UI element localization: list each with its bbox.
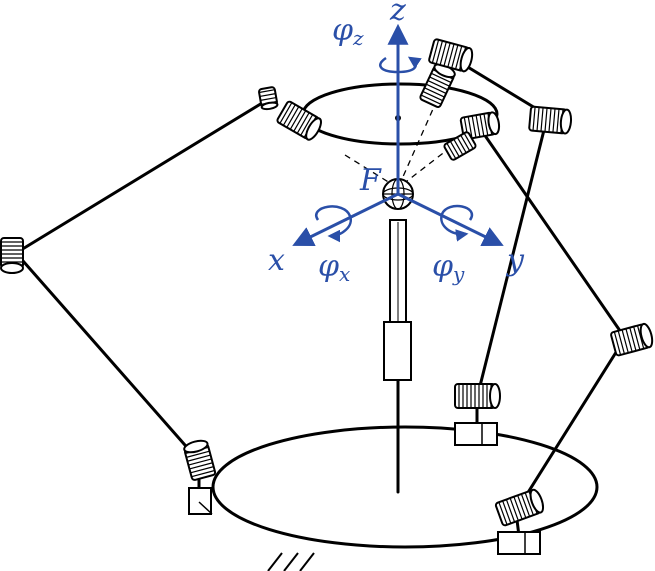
label-force: F (359, 163, 382, 198)
tool-shaft (383, 219, 412, 381)
robot-legs (14, 53, 627, 538)
rotation-x (315, 205, 353, 243)
rotation-y (440, 204, 474, 242)
joint-right-elbow (610, 322, 654, 357)
label-phi-z: φz (332, 13, 364, 50)
linear-actuator-block-icon (188, 422, 541, 555)
rotation-z (379, 56, 422, 74)
rotation-arrow-icon (315, 56, 474, 243)
joint-right-base (494, 488, 545, 527)
label-x: x (268, 243, 285, 278)
joint-middle-base (454, 383, 501, 409)
label-phi-x: φx (318, 249, 350, 286)
y-axis (397, 192, 504, 247)
joint-top-right-mid (528, 105, 573, 135)
label-z: z (389, 0, 406, 28)
joint-left-elbow (0, 237, 24, 274)
coordinate-axes (292, 23, 504, 247)
actuator-right (497, 531, 541, 555)
label-y: y (505, 243, 525, 278)
ground-hatch-icon (267, 552, 315, 571)
joint-top-right-high (428, 38, 474, 73)
joint-top-center (419, 63, 456, 108)
joint-top-left-outer (258, 86, 279, 111)
joint-top-left (276, 100, 322, 141)
label-phi-x-sub: x (339, 262, 350, 286)
joint-left-base (183, 439, 217, 481)
cylindrical-joint-icon (0, 38, 654, 527)
labels: z φz F x y φx φy (268, 0, 525, 286)
joint-platform-lower (443, 131, 477, 161)
x-axis (292, 192, 399, 247)
actuator-left (188, 487, 213, 515)
label-phi-z-sub: z (352, 26, 364, 50)
label-phi-y: φy (432, 249, 465, 286)
actuator-middle (454, 422, 498, 446)
label-phi-y-sub: y (452, 262, 465, 286)
base-ring (211, 425, 599, 549)
